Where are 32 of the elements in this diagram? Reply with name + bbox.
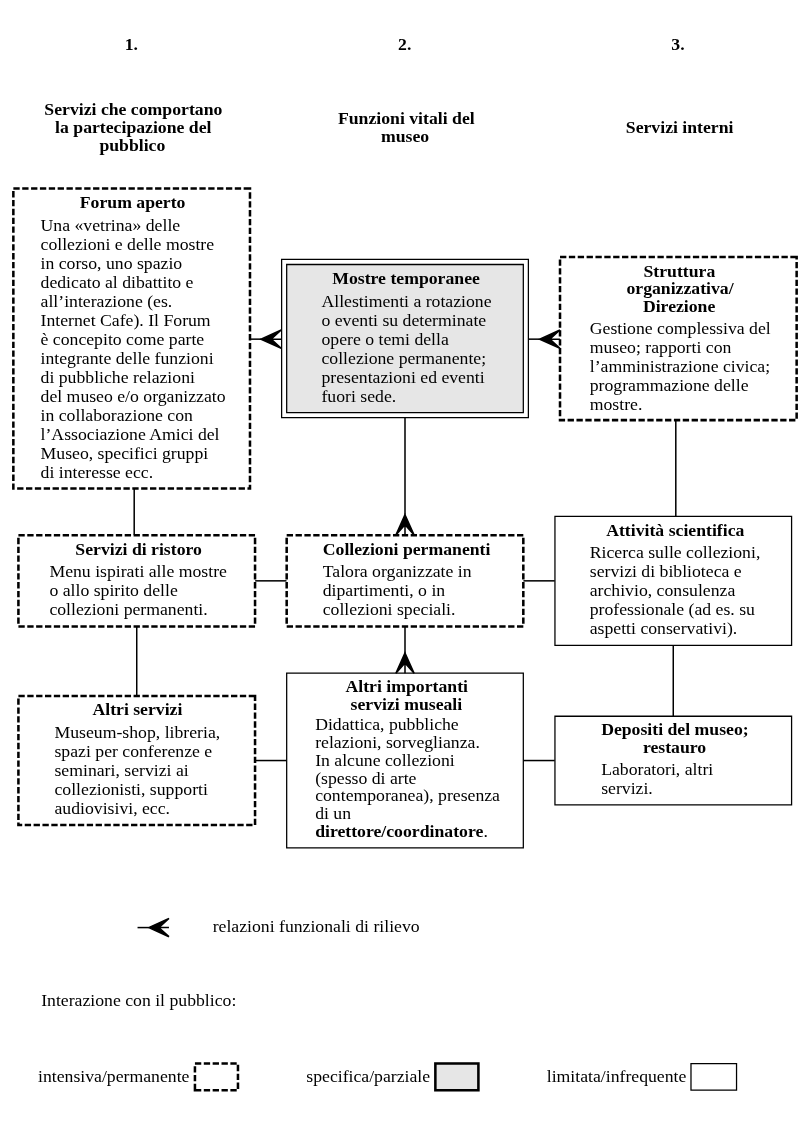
node-box: Depositi del museo; restauro Laboratori, altri servizi.	[554, 715, 793, 806]
label: Funzioni vitali del museo	[337, 108, 475, 146]
connector	[254, 759, 288, 762]
legend-label: specifica/parziale	[306, 1065, 431, 1086]
connector	[135, 625, 138, 697]
connector	[395, 417, 415, 536]
connector	[522, 759, 556, 762]
node-box: Mostre temporanee Allestimenti a rotazione o eventi su determinate opere o temi della collezione permanente; presentazioni ed eventi fuori sede.	[281, 258, 529, 419]
node-box: Struttura organizzativa/ Direzione Gestione complessiva del museo; rapporti con l’amministrazione civica; programmazione delle mostre.	[558, 255, 798, 422]
node-box: Attività scientifica Ricerca sulle collezioni, servizi di biblioteca e archivio, consulenza professionale (ad es. su aspetti conservativi).	[554, 515, 793, 647]
label: Servizi che comportano la partecipazione del pubblico	[44, 99, 223, 155]
label: 2.	[398, 34, 412, 55]
connector	[522, 580, 556, 582]
node-box: Forum aperto Una «vetrina» delle collezioni e delle mostre in corso, uno spazio dedicato al dibattito e all’interazione (es. Internet Cafe). Il Forum è concepito come parte integrante delle funzioni di pubbliche relazioni del museo e/o organizzato in collaborazione con l’Associazione Amici del Museo, specifici gruppi di interesse ecc.	[12, 187, 252, 490]
connector	[672, 644, 675, 717]
node-box: Altri importanti servizi museali Didattica, pubbliche relazioni, sorveglianza. In alcune collezioni (spesso di arte contemporanea), presenza di un direttore/coordinatore.	[286, 672, 524, 849]
label: Servizi interni	[625, 116, 734, 137]
legend-label: limitata/infrequente	[546, 1065, 687, 1086]
connector	[254, 580, 288, 582]
connector	[675, 419, 677, 517]
connector	[249, 329, 282, 349]
connector	[527, 329, 561, 349]
connector	[395, 625, 415, 674]
label: 1.	[124, 34, 138, 55]
label: 3.	[671, 34, 685, 55]
node-box: Collezioni permanenti Talora organizzate in dipartimenti, o in collezioni speciali.	[285, 534, 525, 628]
legend-label: intensiva/permanente	[38, 1065, 190, 1086]
label: Interazione con il pubblico:	[41, 989, 237, 1010]
legend-label: relazioni funzionali di rilievo	[212, 916, 420, 937]
node-box: Altri servizi Museum-shop, libreria, spazi per conferenze e seminari, servizi ai collezionisti, supporti audiovisivi, ecc.	[17, 694, 257, 827]
connector	[133, 487, 135, 536]
node-box: Servizi di ristoro Menu ispirati alle mostre o allo spirito delle collezioni permanenti.	[17, 534, 257, 628]
